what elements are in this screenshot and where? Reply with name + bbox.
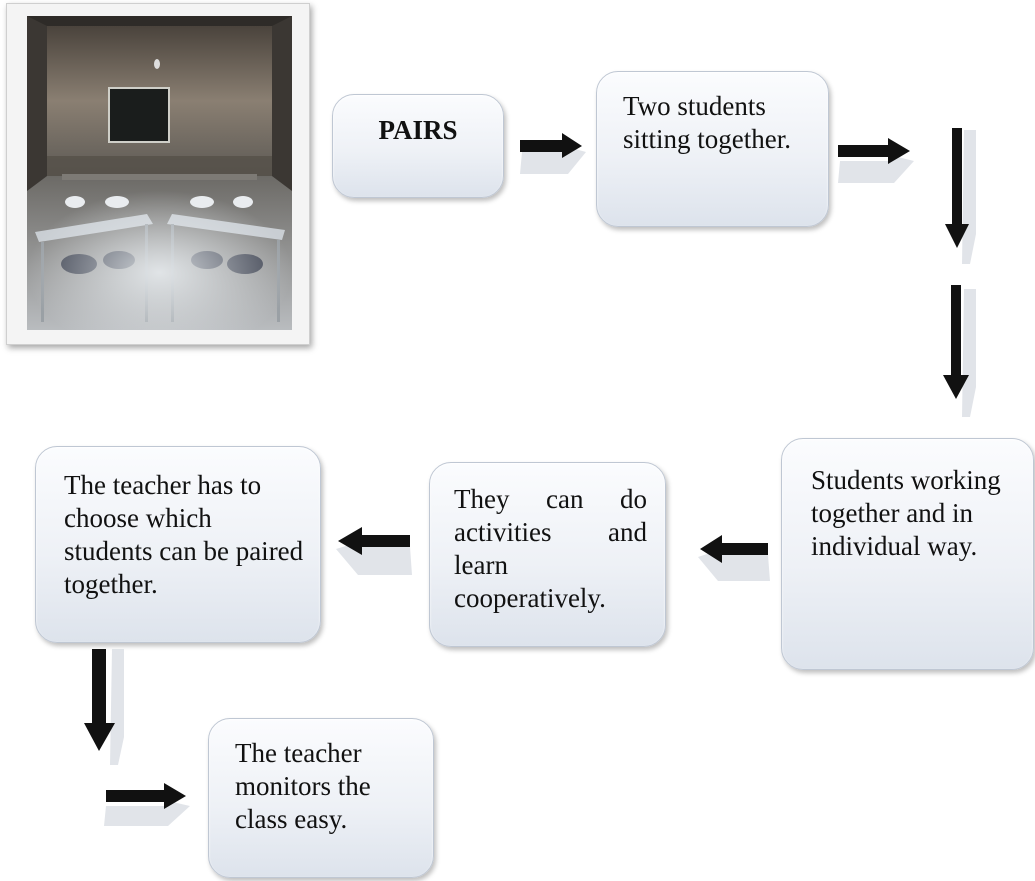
- arrow-right-icon: [102, 782, 194, 826]
- arrow-left-icon: [330, 519, 414, 577]
- node-two-students: Two students sitting together.: [596, 71, 829, 227]
- classroom-photo: [27, 16, 292, 330]
- arrow-down-icon: [942, 124, 978, 266]
- node-two-students-label: Two students sitting together.: [623, 91, 791, 154]
- node-pairs: PAIRS: [332, 94, 504, 198]
- node-teacher-choose-label: The teacher has to choose which students…: [64, 470, 304, 599]
- node-teacher-monitors: The teacher monitors the class easy.: [208, 718, 434, 878]
- arrow-down-icon: [940, 283, 978, 419]
- node-students-working: Students working together and in individ…: [781, 438, 1034, 670]
- node-pairs-label: PAIRS: [378, 115, 458, 145]
- arrow-right-icon: [516, 130, 588, 174]
- classroom-photo-frame: [6, 3, 310, 345]
- node-teacher-choose: The teacher has to choose which students…: [35, 446, 321, 643]
- arrow-left-icon: [692, 527, 772, 583]
- node-activities-label: They can do activities and learn coopera…: [454, 484, 647, 613]
- node-students-working-label: Students working together and in individ…: [811, 465, 1001, 561]
- node-teacher-monitors-label: The teacher monitors the class easy.: [235, 738, 371, 834]
- arrow-down-icon: [84, 647, 126, 767]
- node-activities: They can do activities and learn coopera…: [429, 462, 666, 647]
- arrow-right-icon: [836, 137, 916, 183]
